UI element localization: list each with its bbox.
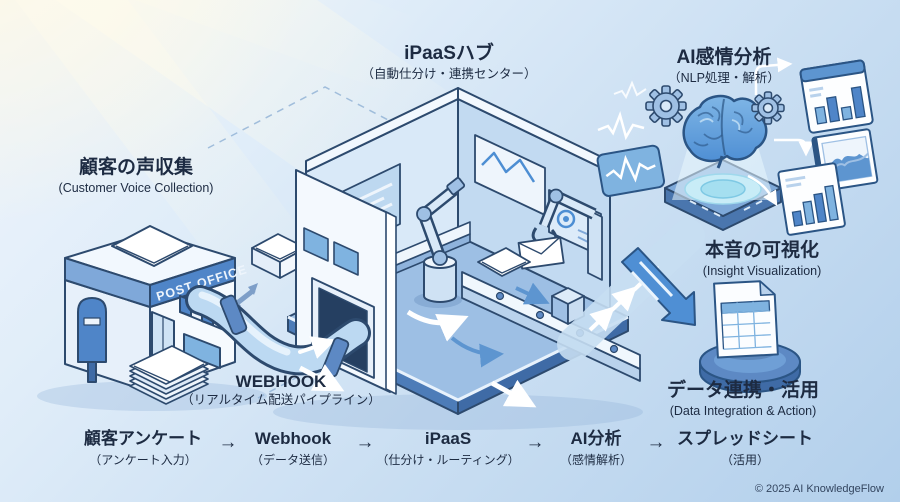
mailbox-icon: [77, 297, 107, 383]
section-subtitle: （NLP処理・解析）: [668, 70, 780, 85]
section-subtitle: （自動仕分け・連携センター）: [361, 66, 537, 81]
flow-step-survey: 顧客アンケート （アンケート入力）: [83, 429, 203, 468]
flow-step-subtitle: （感情解析）: [559, 452, 633, 467]
flow-step-webhook: Webhook （データ送信）: [250, 429, 336, 468]
section-title: 本音の可視化: [704, 240, 819, 261]
flow-step-title: Webhook: [254, 429, 332, 448]
flow-step-subtitle: （アンケート入力）: [89, 452, 197, 467]
robot-arm-icon: [414, 177, 466, 308]
dashed-route-lines: [207, 86, 469, 406]
section-label-insight: 本音の可視化 (Insight Visualization): [703, 239, 822, 279]
flow-step-title: スプレッドシート: [677, 429, 813, 448]
section-label-ai-sentiment: AI感情分析 （NLP処理・解析）: [668, 46, 780, 86]
chart-card-bar: [777, 162, 846, 236]
flow-step-title: 顧客アンケート: [83, 429, 203, 448]
flow-separator-arrow: →: [355, 432, 375, 453]
flow-step-ai-analysis: AI分析 （感情解析）: [559, 429, 633, 468]
flow-step-title: iPaaS: [424, 429, 472, 448]
section-title: 顧客の声収集: [78, 157, 194, 178]
flow-arrow-icon: [298, 364, 537, 408]
flow-step-subtitle: （データ送信）: [250, 452, 336, 467]
flow-step-spreadsheet: スプレッドシート （活用）: [677, 429, 813, 468]
ecg-line-icon: [597, 80, 647, 141]
flow-step-title: AI分析: [570, 429, 622, 448]
section-label-customer-voice: 顧客の声収集 (Customer Voice Collection): [59, 156, 214, 196]
window: [183, 333, 221, 369]
flow-step-subtitle: （仕分け・ルーティング）: [376, 452, 520, 467]
section-title: AI感情分析: [676, 47, 772, 68]
flow-separator-arrow: →: [525, 432, 545, 453]
flow-arrow-icon: [450, 336, 504, 368]
gear-icon: [751, 91, 785, 125]
section-title: iPaaSハブ: [404, 43, 494, 64]
insight-arrow-icon: [621, 247, 696, 326]
section-label-data-integration: データ連携・活用 (Data Integration & Action): [667, 379, 819, 419]
envelope-stack-icon: [129, 345, 209, 405]
copyright-text: © 2025 AI KnowledgeFlow: [754, 483, 884, 495]
flow-step-subtitle: （活用）: [720, 452, 769, 467]
spreadsheet-icon: [699, 280, 801, 393]
section-subtitle: （リアルタイム配送パイプライン）: [181, 393, 381, 408]
section-subtitle: (Customer Voice Collection): [58, 180, 214, 195]
waveform-card-icon: [596, 144, 666, 197]
gear-icon: [645, 85, 687, 127]
flow-arrow-icon: [406, 309, 469, 342]
section-label-ipaas-hub: iPaaSハブ （自動仕分け・連携センター）: [361, 42, 536, 82]
section-title: WEBHOOK: [235, 372, 327, 391]
flow-step-ipaas: iPaaS （仕分け・ルーティング）: [376, 429, 520, 468]
flow-separator-arrow: →: [218, 432, 238, 453]
envelope-icon: [111, 225, 193, 267]
section-title: データ連携・活用: [666, 380, 820, 401]
section-subtitle: (Insight Visualization): [702, 263, 822, 278]
section-label-webhook: WEBHOOK （リアルタイム配送パイプライン）: [181, 371, 381, 409]
ai-platform: [664, 140, 782, 231]
flow-separator-arrow: →: [646, 432, 666, 453]
ai-brain-icon: [682, 94, 768, 169]
section-subtitle: (Data Integration & Action): [669, 403, 817, 418]
chart-card-bar: [799, 59, 874, 134]
circuit-connector: [747, 57, 814, 207]
